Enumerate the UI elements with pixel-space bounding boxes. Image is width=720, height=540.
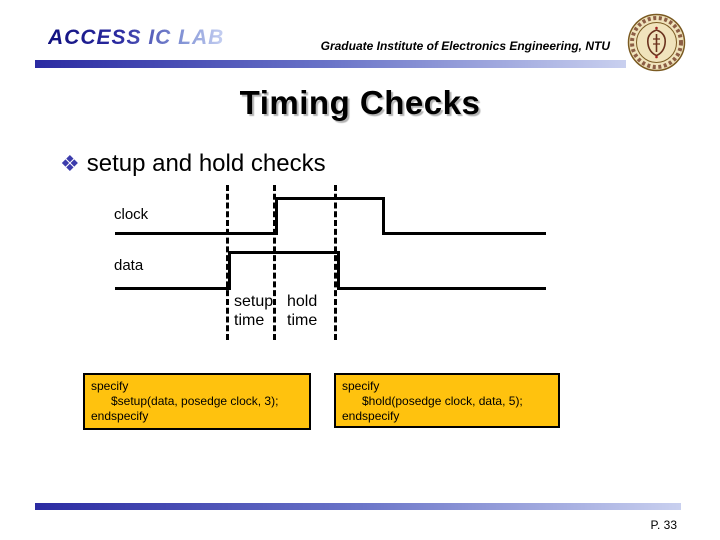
- data-waveform-rising-edge: [228, 251, 231, 290]
- setup-time-line1: setup: [234, 293, 274, 310]
- ntu-seal-icon: [627, 13, 686, 72]
- data-waveform-high: [228, 251, 340, 254]
- clock-waveform-rising-edge: [275, 197, 278, 235]
- data-waveform-falling-edge: [337, 251, 340, 290]
- dashed-guide-line-setup-start: [226, 185, 229, 340]
- clock-waveform-falling-edge: [382, 197, 385, 235]
- code-line: $setup(data, posedge clock, 3);: [111, 394, 279, 408]
- code-line: specify: [91, 379, 129, 393]
- data-signal-label: data: [114, 257, 144, 274]
- lab-logo-text: ACCESS IC LAB: [48, 26, 225, 49]
- hold-time-line1: hold: [287, 293, 318, 310]
- hold-time-line2: time: [287, 312, 318, 329]
- setup-time-line2: time: [234, 312, 265, 329]
- clock-waveform-low-left: [115, 232, 278, 235]
- diamond-bullet-icon: ❖: [60, 151, 80, 176]
- footer-accent-bar: [35, 503, 681, 510]
- header-accent-bar: [35, 60, 626, 68]
- code-line: specify: [342, 379, 380, 393]
- dashed-guide-line-hold-end: [334, 185, 337, 340]
- bullet-row: ❖ setup and hold checks: [60, 150, 326, 178]
- dashed-guide-line-clock-edge: [273, 185, 276, 340]
- page-title: Timing Checks: [239, 84, 481, 121]
- code-line: $hold(posedge clock, data, 5);: [362, 394, 523, 408]
- hold-code-box: specify $hold(posedge clock, data, 5); e…: [334, 373, 560, 428]
- clock-waveform-low-right: [382, 232, 546, 235]
- clock-waveform-high: [275, 197, 385, 200]
- clock-signal-label: clock: [114, 206, 149, 223]
- code-line: endspecify: [342, 409, 400, 423]
- setup-time-annotation: setup time: [234, 292, 273, 330]
- data-waveform-low-right: [337, 287, 546, 290]
- setup-code-box: specify $setup(data, posedge clock, 3); …: [83, 373, 311, 430]
- data-waveform-low-left: [115, 287, 231, 290]
- page-number: P. 33: [650, 518, 677, 532]
- institute-name: Graduate Institute of Electronics Engine…: [320, 39, 610, 53]
- code-line: endspecify: [91, 409, 149, 423]
- hold-time-annotation: hold time: [287, 292, 317, 330]
- bullet-text: setup and hold checks: [86, 150, 326, 177]
